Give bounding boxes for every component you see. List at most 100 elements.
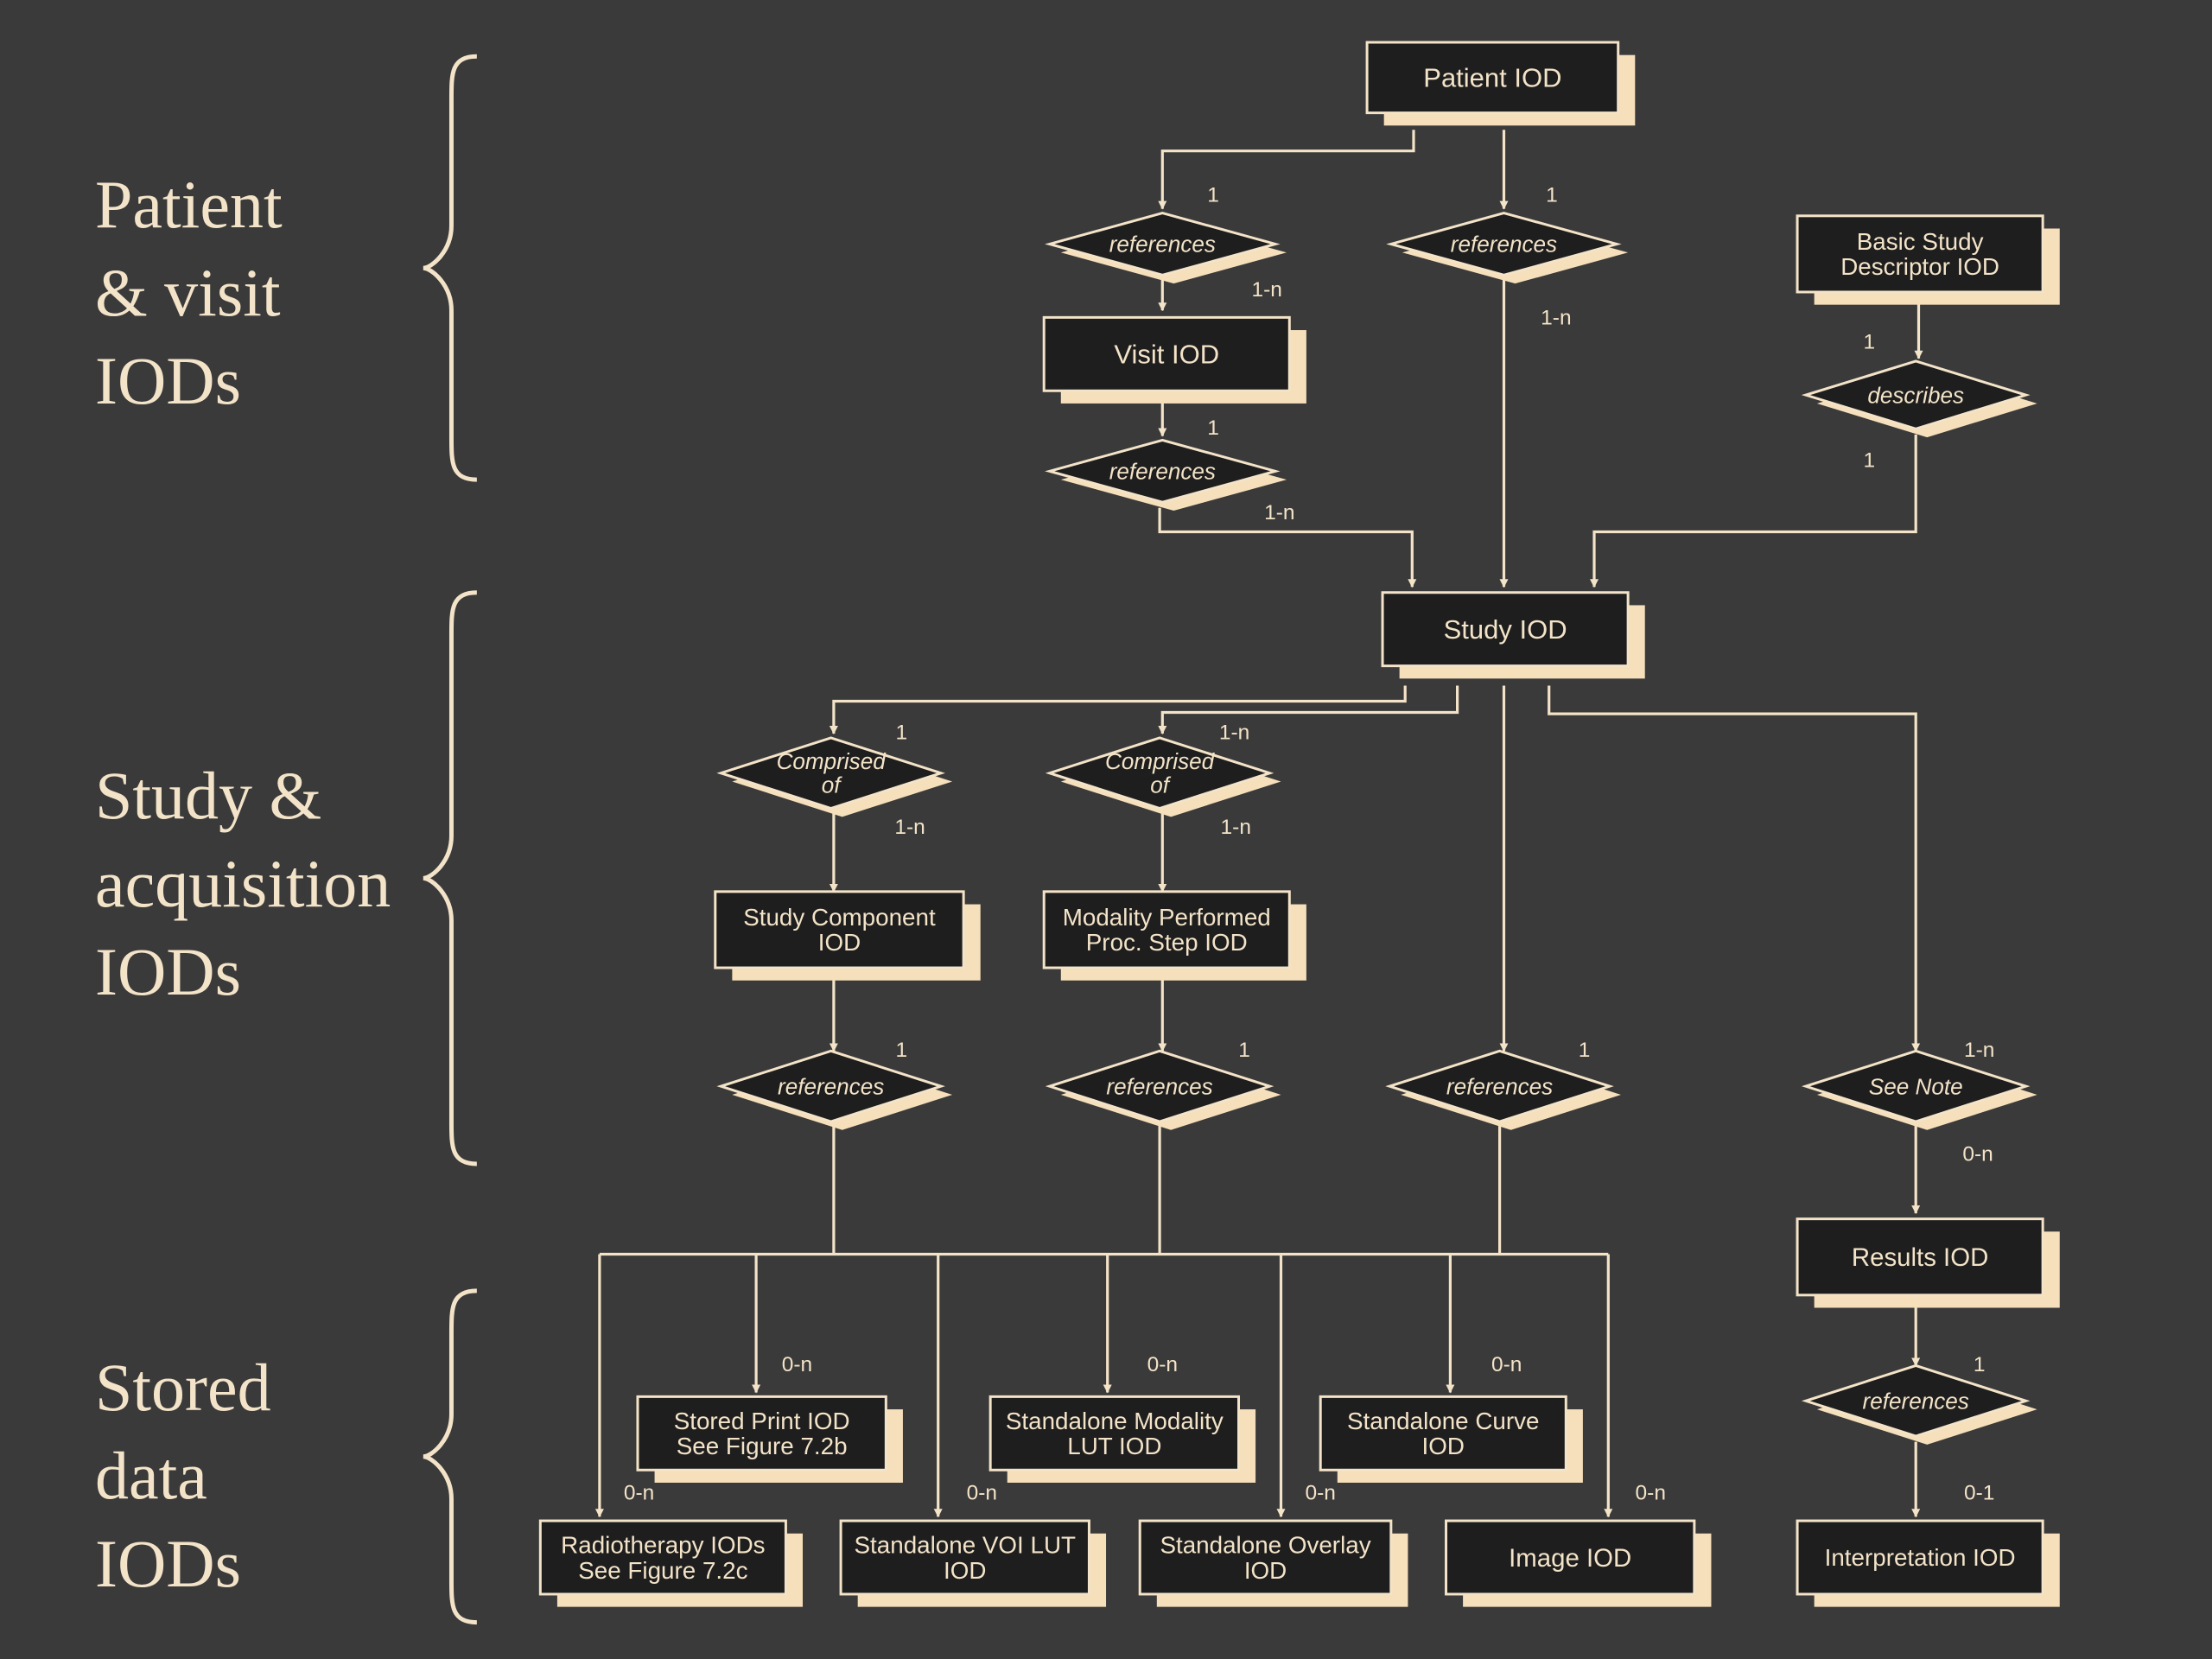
cardinality-label: 1-n <box>894 816 925 839</box>
cardinality-label: 0-n <box>967 1482 997 1505</box>
diamond-label: references <box>1446 1073 1553 1099</box>
diamond-label: Comprised <box>1105 748 1216 774</box>
section-brace-2 <box>423 590 477 1166</box>
diamond-frame <box>1045 438 1281 504</box>
cardinality-label: 1-n <box>1221 816 1251 839</box>
references-visit-study-diamond[interactable]: references <box>1045 438 1287 512</box>
diamond-frame <box>716 736 945 810</box>
box-label: Radiotherapy IODs <box>561 1532 765 1559</box>
results-iod-box[interactable]: Results IOD <box>1796 1217 2060 1308</box>
cardinality-label: 0-n <box>782 1353 812 1376</box>
box-frame <box>1445 1519 1696 1596</box>
study-iod-box[interactable]: Study IOD <box>1381 591 1645 679</box>
cardinality-label: 1 <box>895 721 907 745</box>
diamond-label: references <box>778 1073 884 1099</box>
diamond-frame <box>1801 1049 2031 1123</box>
connector-10 <box>1158 685 1459 734</box>
references-results-diamond[interactable]: references <box>1801 1363 2037 1445</box>
cardinality-label: 1 <box>1207 183 1219 207</box>
diamond-label: references <box>1106 1073 1212 1099</box>
section-label-patient-visit: Patient & visit IODs <box>95 167 283 418</box>
visit-iod-box[interactable]: Visit IOD <box>1042 315 1306 404</box>
diamond-frame <box>1045 1049 1274 1123</box>
connector-1 <box>1158 130 1415 210</box>
diamond-frame <box>1045 211 1281 276</box>
cardinality-label: 0-n <box>1962 1143 1993 1166</box>
box-label: Image IOD <box>1509 1544 1631 1573</box>
see-note-diamond[interactable]: See Note <box>1801 1049 2037 1130</box>
diamond-label: references <box>1109 232 1216 257</box>
box-frame <box>1042 315 1291 392</box>
cardinality-label: 0-n <box>1491 1353 1522 1376</box>
box-frame <box>714 890 965 969</box>
box-frame <box>988 1395 1241 1471</box>
section-label-study-acquisition: Study & acquisition IODs <box>95 758 391 1009</box>
box-frame <box>538 1519 787 1596</box>
box-frame <box>1796 214 2044 294</box>
box-frame <box>1796 1217 2044 1297</box>
box-label: Study Component <box>743 904 936 931</box>
box-label: Proc. Step IOD <box>1086 929 1248 956</box>
interpretation-iod-box[interactable]: Interpretation IOD <box>1796 1519 2060 1607</box>
box-frame <box>1042 890 1291 969</box>
cardinality-label: 1 <box>1207 416 1219 440</box>
cardinality-label: 0-n <box>1147 1353 1178 1376</box>
box-label: IOD <box>1244 1557 1287 1584</box>
box-frame <box>839 1519 1090 1596</box>
box-label: Visit IOD <box>1114 340 1219 370</box>
references-mpps-diamond[interactable]: references <box>1045 1049 1281 1130</box>
references-component-diamond[interactable]: references <box>716 1049 953 1130</box>
box-label: Basic Study <box>1857 228 1984 255</box>
diamond-label: references <box>1863 1388 1969 1414</box>
section-brace-3 <box>423 1288 477 1625</box>
diamond-frame <box>1385 1049 1614 1123</box>
references-study-direct-diamond[interactable]: references <box>1385 1049 1621 1130</box>
box-frame <box>1796 1519 2044 1596</box>
connector-5 <box>1158 507 1417 588</box>
diagram-nodes: Patient IOD Visit IOD Basic StudyDescripto… <box>538 41 2060 1607</box>
box-label: Standalone VOI LUT <box>855 1532 1077 1559</box>
diamond-label: describes <box>1867 382 1964 408</box>
diamond-frame <box>716 1049 945 1123</box>
cardinality-label: 1 <box>1238 1039 1250 1062</box>
box-label: IOD <box>818 929 861 956</box>
cardinality-label: 1 <box>895 1039 907 1062</box>
box-label: Modality Performed <box>1063 904 1271 931</box>
references-visit-diamond[interactable]: references <box>1045 211 1287 284</box>
box-frame <box>1319 1395 1567 1471</box>
section-brace-1 <box>423 54 477 482</box>
connector-12 <box>1548 685 1921 1052</box>
box-label: IOD <box>944 1557 986 1584</box>
cardinality-label: 1-n <box>1264 501 1294 524</box>
cardinality-label: 1 <box>1546 183 1558 207</box>
cardinality-label: 1 <box>1974 1353 1986 1376</box>
cardinality-label: 1 <box>1864 330 1876 353</box>
section-braces <box>423 54 477 1625</box>
box-label: Standalone Curve <box>1347 1408 1540 1434</box>
patient-iod-box[interactable]: Patient IOD <box>1365 41 1636 126</box>
box-label: See Figure 7.2c <box>578 1557 747 1584</box>
diamond-frame <box>1045 736 1274 810</box>
cardinality-label: 1-n <box>1219 721 1249 745</box>
cardinality-label: 0-n <box>1636 1482 1666 1505</box>
box-label: Standalone Overlay <box>1160 1532 1370 1559</box>
references-study-diamond[interactable]: references <box>1386 211 1629 284</box>
diamond-frame <box>1386 211 1622 276</box>
box-label: IOD <box>1422 1433 1465 1459</box>
image-iod-box[interactable]: Image IOD <box>1445 1519 1712 1607</box>
describes-diamond[interactable]: describes <box>1801 359 2037 438</box>
diamond-label: of <box>822 772 843 798</box>
